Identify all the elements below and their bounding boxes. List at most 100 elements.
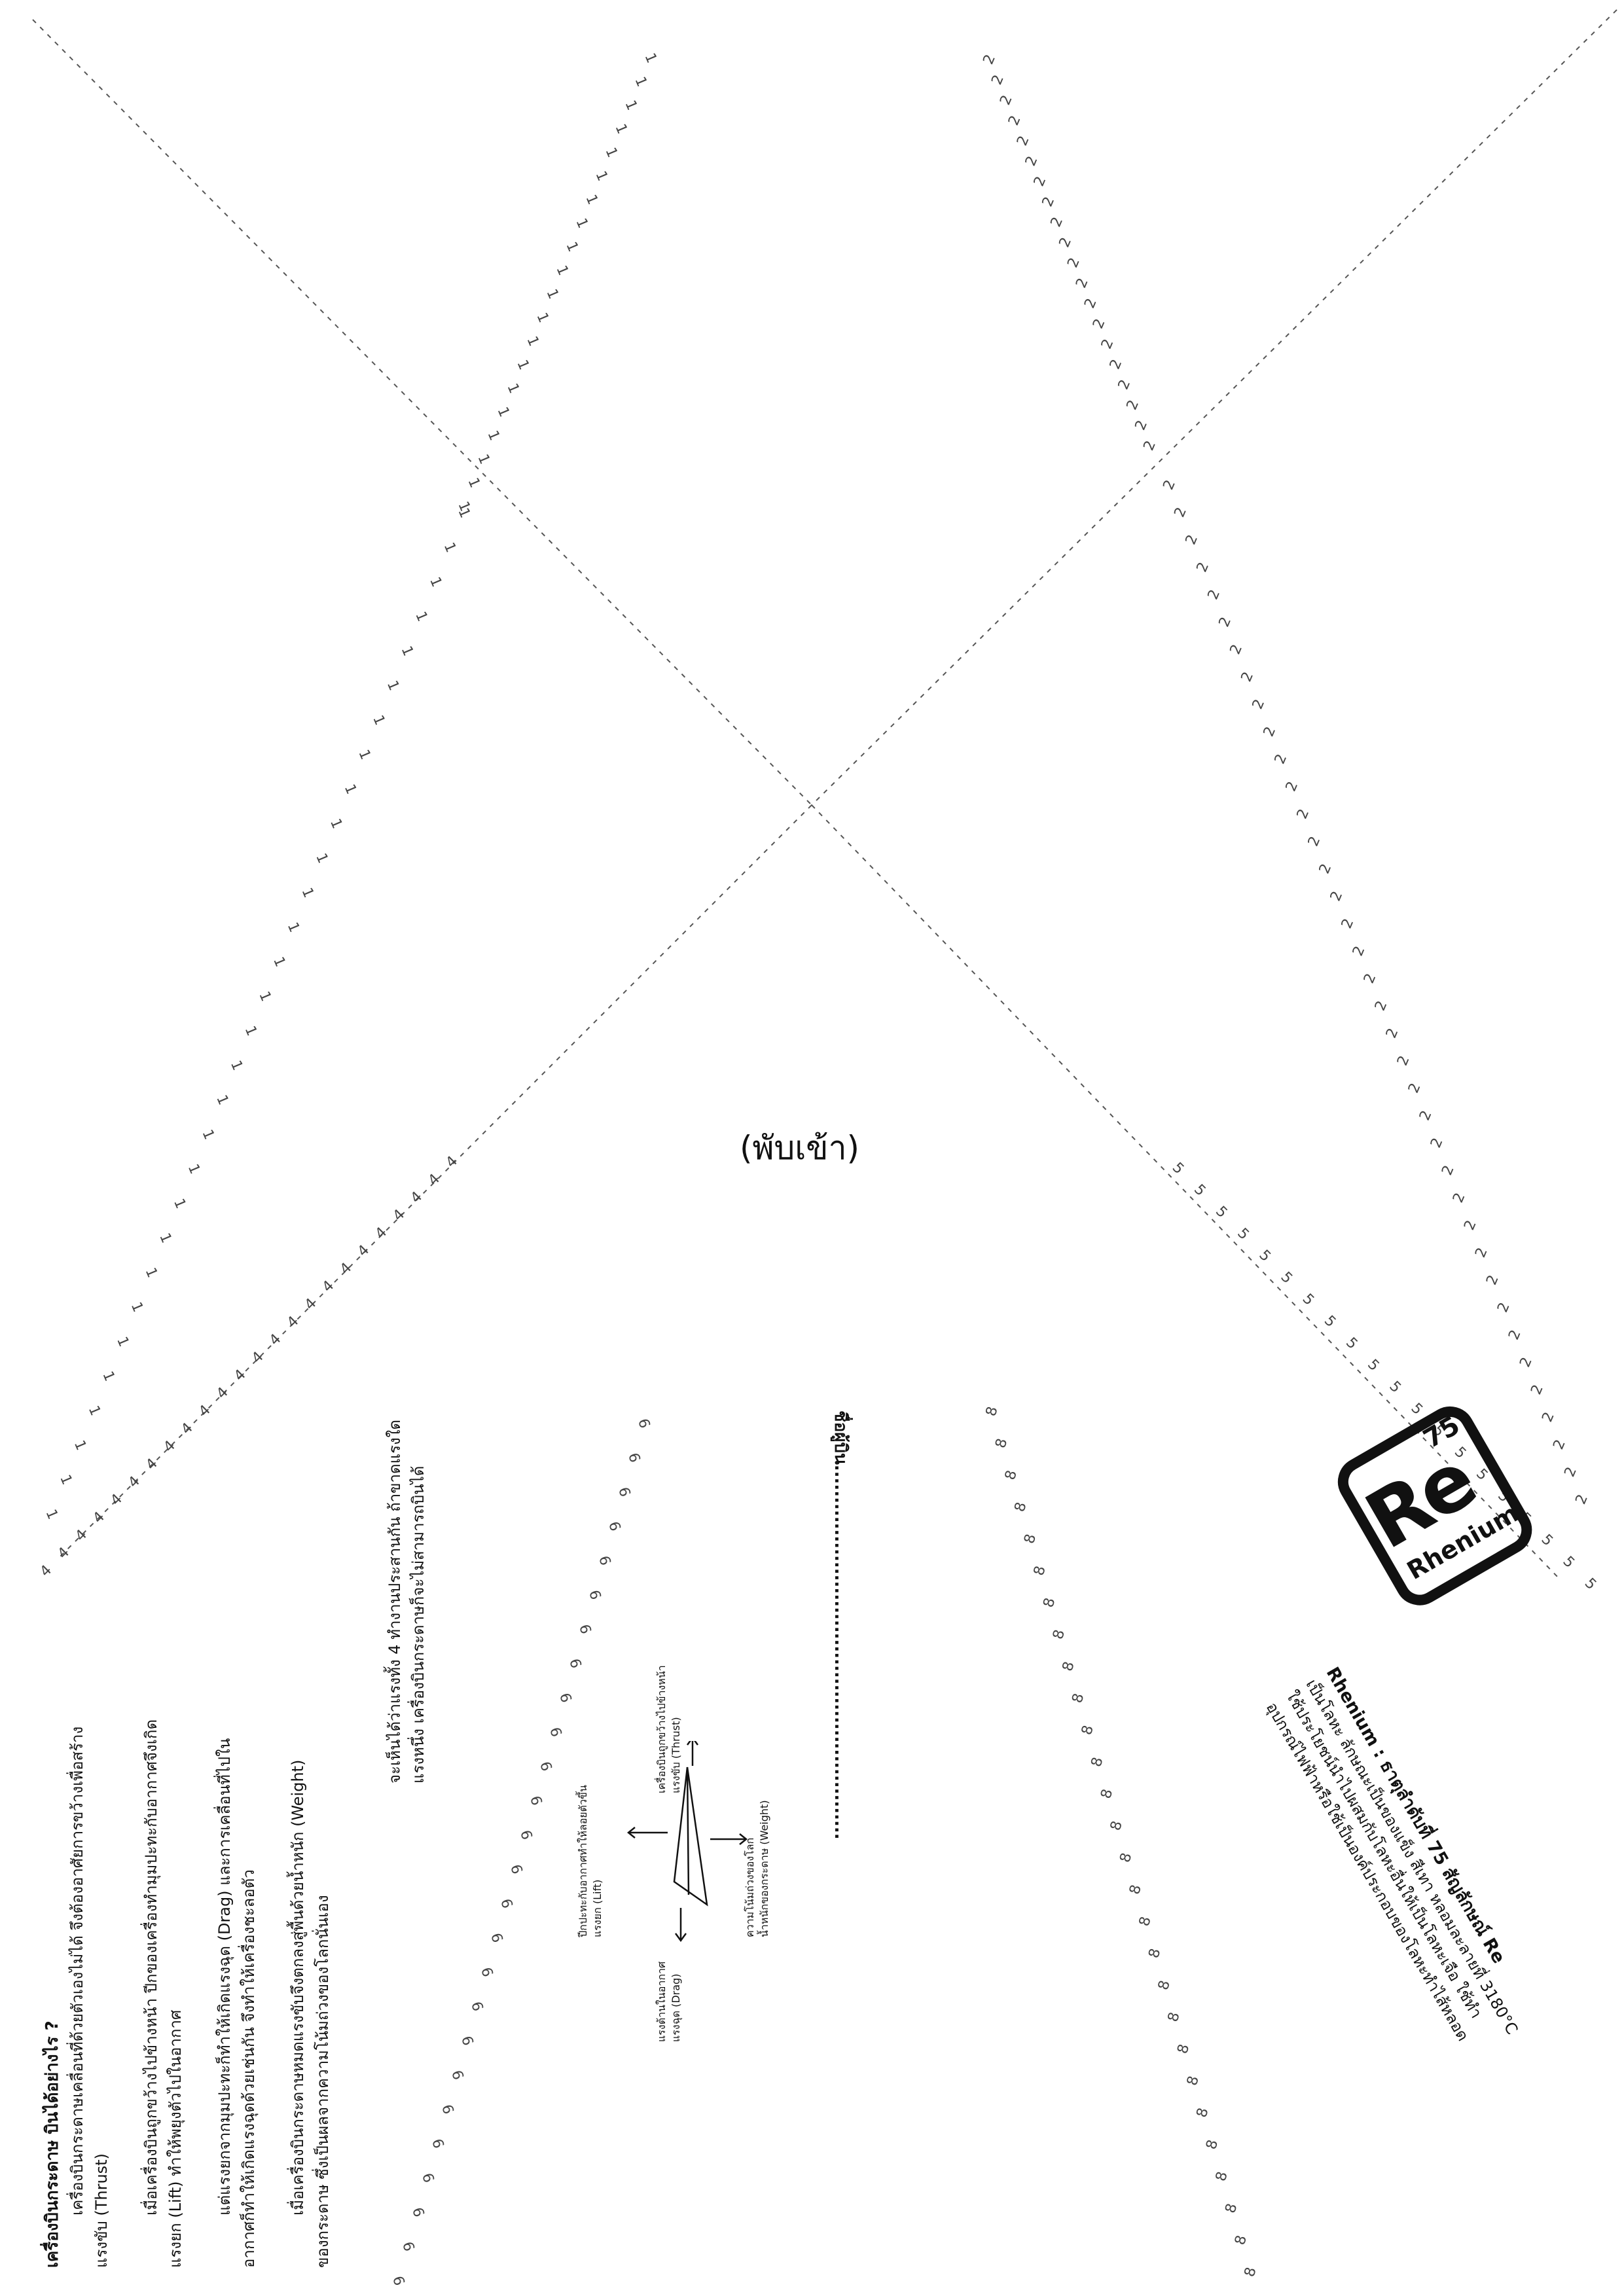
fold-number-one: 1 — [562, 240, 581, 255]
fold-number-one: 1 — [611, 122, 630, 137]
fold-number-four: 4 — [425, 1171, 444, 1189]
fold-number-one: 1 — [242, 1024, 260, 1039]
fold-number-six: 6 — [399, 2240, 417, 2253]
fold-number-eight: 8 — [983, 1405, 1001, 1418]
fold-number-two: 2 — [1031, 174, 1049, 189]
fold-number-five: 5 — [1212, 1203, 1231, 1221]
fold-number-six: 6 — [615, 1486, 633, 1499]
article-line: แรงยก (Lift) ทำให้พยุงตัวไปในอากาศ — [166, 2009, 185, 2268]
article-line: เมื่อเครื่องบินถูกขว้างไปข้างหน้า ปีกของ… — [141, 1719, 160, 2215]
fold-number-six: 6 — [389, 2274, 407, 2287]
fold-number-two: 2 — [1517, 1355, 1535, 1370]
fold-number-two: 2 — [1294, 806, 1312, 821]
fold-number-two: 2 — [1494, 1300, 1513, 1315]
forces-diagram — [626, 1741, 748, 1943]
fold-number-two: 2 — [1339, 916, 1357, 931]
weight-label: ความโน้มถ่วงของโลก น้ำหนักของกระดาษ (Wei… — [743, 1800, 771, 1937]
fold-number-two: 2 — [1327, 889, 1346, 904]
fold-number-one: 1 — [582, 192, 600, 207]
fold-number-five: 5 — [1234, 1225, 1252, 1244]
fold-number-four: 4 — [443, 1153, 461, 1172]
paper-plane-icon — [673, 1767, 708, 1907]
fold-number-one: 1 — [543, 287, 561, 302]
fold-number-five: 5 — [1364, 1356, 1382, 1374]
thrust-name: แรงขับ (Thrust) — [669, 1717, 682, 1793]
fold-number-five: 5 — [1407, 1400, 1426, 1418]
fold-number-six: 6 — [585, 1588, 604, 1602]
fold-number-six: 6 — [438, 2103, 456, 2116]
fold-number-two: 2 — [1216, 615, 1235, 630]
fold-number-one: 1 — [227, 1058, 245, 1073]
fold-number-two: 2 — [1098, 336, 1117, 351]
fold-number-five: 5 — [1581, 1575, 1600, 1594]
fold-number-one: 1 — [85, 1403, 103, 1418]
fold-number-four: 4 — [390, 1206, 408, 1225]
fold-number-two: 2 — [1539, 1410, 1557, 1425]
fold-number-two: 2 — [1039, 194, 1058, 209]
fold-number-eight: 8 — [1146, 1946, 1164, 1960]
fold-number-six: 6 — [634, 1417, 653, 1430]
fold-number-six: 6 — [448, 2068, 466, 2081]
fold-number-two: 2 — [1161, 478, 1179, 493]
fold-number-one: 1 — [56, 1473, 75, 1488]
fold-number-one: 1 — [552, 263, 571, 278]
fold-number-four: 4 — [337, 1260, 355, 1278]
fold-number-six: 6 — [566, 1657, 584, 1670]
fold-number-two: 2 — [1048, 215, 1066, 230]
fold-number-five: 5 — [1386, 1378, 1404, 1397]
fold-number-one: 1 — [384, 678, 402, 693]
lift-desc: ปีกปะทะกับอากาศทำให้ลอยตัวขึ้น — [577, 1785, 589, 1937]
fold-number-five: 5 — [1538, 1532, 1556, 1550]
lift-label: ปีกปะทะกับอากาศทำให้ลอยตัวขึ้น แรงยก (Li… — [576, 1785, 604, 1937]
fold-number-one: 1 — [355, 747, 373, 762]
fold-number-six: 6 — [418, 2172, 437, 2185]
summary-line: แรงหนึ่ง เครื่องบินกระดาษก็จะไม่สามารถบิ… — [409, 1465, 427, 1784]
fold-number-two: 2 — [997, 93, 1015, 108]
fold-number-two: 2 — [1272, 752, 1290, 767]
fold-number-two: 2 — [1250, 697, 1268, 712]
fold-number-one: 1 — [369, 713, 388, 728]
pilot-name-field[interactable]: ชื่อผู้บิน..............................… — [831, 1410, 850, 1840]
fold-number-one: 1 — [327, 816, 345, 831]
fold-number-six: 6 — [487, 1931, 505, 1945]
fold-number-two: 2 — [1550, 1437, 1568, 1452]
fold-number-eight: 8 — [1060, 1660, 1078, 1673]
fold-number-one: 1 — [484, 428, 502, 443]
fold-number-two: 2 — [1107, 357, 1125, 372]
article-block: เครื่องบินกระดาษ บินได้อย่างไร ? เครื่อง… — [39, 1719, 335, 2268]
fold-number-two: 2 — [1081, 296, 1100, 311]
fold-inward-label: (พับเข้า) — [740, 1129, 860, 1167]
fold-number-one: 1 — [99, 1369, 117, 1384]
fold-number-one: 1 — [142, 1265, 160, 1280]
fold-number-eight: 8 — [1012, 1500, 1030, 1513]
drag-desc: แรงต้านในอากาศ — [655, 1961, 668, 2042]
fold-number-eight: 8 — [1021, 1532, 1039, 1545]
fold-number-two: 2 — [1005, 113, 1024, 128]
fold-number-two: 2 — [1132, 418, 1151, 433]
fold-number-two: 2 — [1172, 505, 1190, 520]
fold-number-one: 1 — [270, 954, 288, 969]
fold-number-one: 1 — [533, 310, 551, 325]
fold-number-four: 4 — [72, 1526, 90, 1545]
fold-number-six: 6 — [428, 2137, 446, 2150]
fold-number-four: 4 — [284, 1313, 302, 1331]
fold-number-two: 2 — [1141, 439, 1159, 454]
fold-number-two: 2 — [1361, 971, 1379, 986]
fold-number-eight: 8 — [1174, 2042, 1193, 2055]
fold-number-eight: 8 — [1108, 1819, 1126, 1832]
fold-number-one: 1 — [592, 169, 610, 184]
fold-number-six: 6 — [526, 1794, 545, 1807]
fold-number-four: 4 — [160, 1437, 179, 1456]
fold-number-two: 2 — [1283, 779, 1301, 794]
fold-number-eight: 8 — [1089, 1755, 1107, 1768]
fold-number-five: 5 — [1278, 1269, 1296, 1287]
lift-name: แรงยก (Lift) — [590, 1879, 604, 1937]
fold-number-eight: 8 — [1136, 1915, 1155, 1928]
fold-number-two: 2 — [1394, 1053, 1413, 1068]
fold-number-six: 6 — [458, 2034, 476, 2047]
fold-number-two: 2 — [1238, 670, 1257, 685]
fold-number-one: 1 — [503, 381, 522, 396]
fold-number-two: 2 — [1372, 999, 1390, 1014]
